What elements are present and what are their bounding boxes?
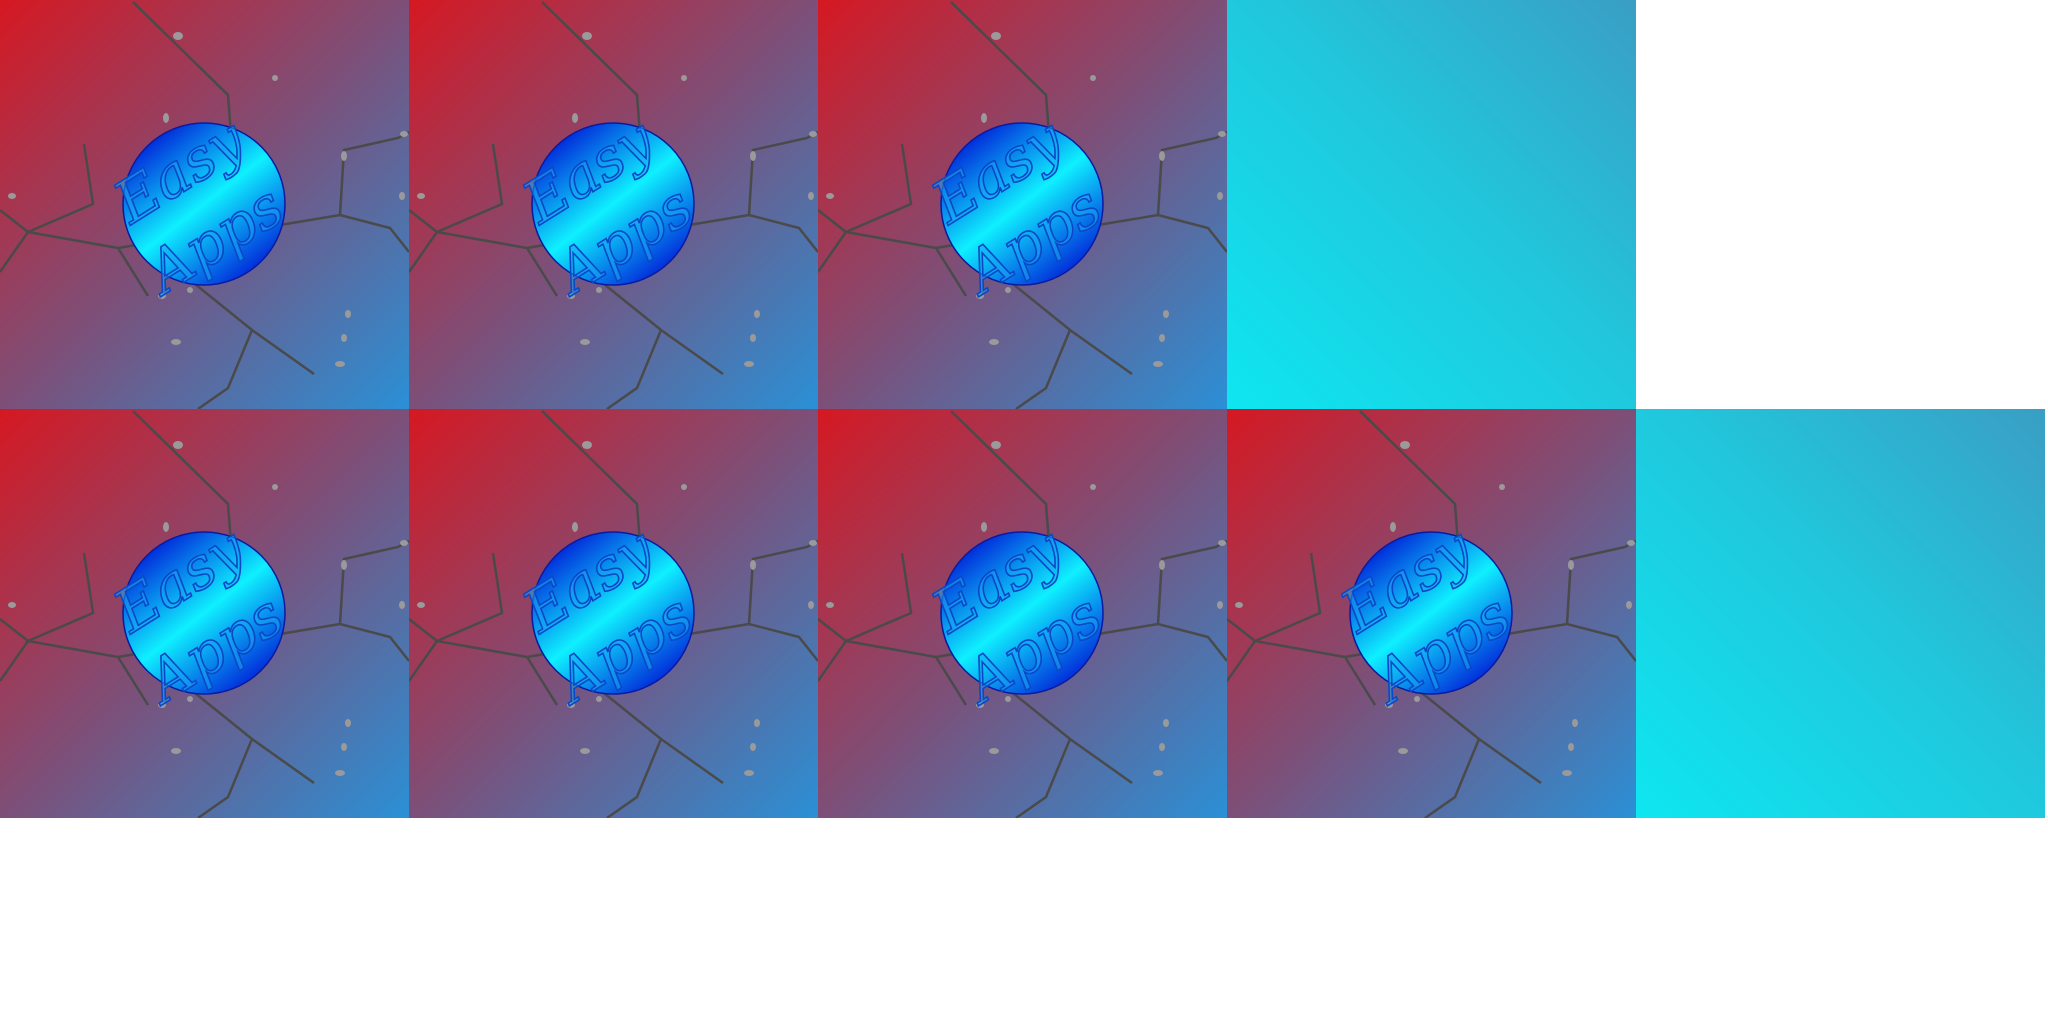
logo-tile: Easy Apps <box>409 0 818 409</box>
logo-tile: Easy Apps <box>1227 409 1636 818</box>
specks <box>417 32 817 367</box>
logo-tile-art: Easy Apps <box>0 0 409 409</box>
specks <box>826 441 1226 776</box>
logo-tile: Easy Apps <box>0 0 409 409</box>
logo-tile-art: Easy Apps <box>409 0 818 409</box>
specks <box>8 441 408 776</box>
specks <box>1235 441 1635 776</box>
logo-tile-art: Easy Apps <box>409 409 818 818</box>
logo-tile: Easy Apps <box>818 0 1227 409</box>
plain-gradient-tile <box>1636 409 2045 818</box>
crack-lines <box>0 1 409 409</box>
logo-tile: Easy Apps <box>818 409 1227 818</box>
specks <box>8 32 408 367</box>
logo-tile-art: Easy Apps <box>1227 409 1636 818</box>
plain-gradient-tile <box>1227 0 1636 409</box>
specks <box>826 32 1226 367</box>
easy-apps-badge: Easy Apps <box>510 104 705 310</box>
specks <box>417 441 817 776</box>
logo-tile-art: Easy Apps <box>818 0 1227 409</box>
logo-tile-art: Easy Apps <box>0 409 409 818</box>
logo-tile: Easy Apps <box>0 409 409 818</box>
logo-tile-art: Easy Apps <box>818 409 1227 818</box>
logo-tile: Easy Apps <box>409 409 818 818</box>
